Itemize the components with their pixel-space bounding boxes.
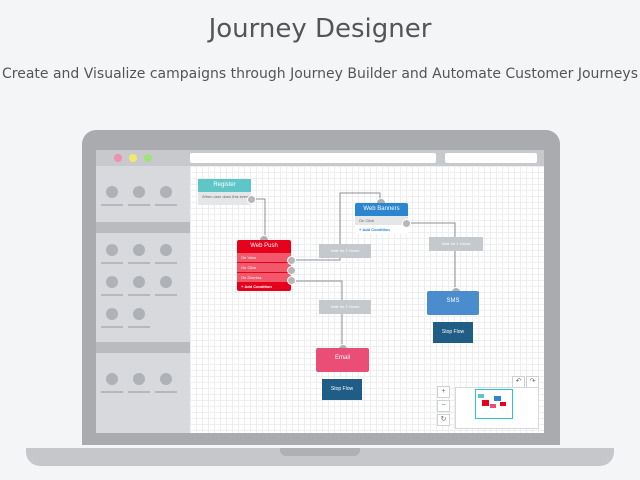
panel-item-label bbox=[128, 294, 150, 296]
web-banners-add-label: Add Condition bbox=[362, 227, 390, 232]
laptop-base bbox=[26, 448, 614, 466]
panel-item[interactable] bbox=[106, 276, 118, 288]
left-panel bbox=[96, 166, 190, 433]
address-bar[interactable] bbox=[190, 153, 436, 163]
wire-webbanners-sms bbox=[406, 222, 456, 291]
stop-flow-node[interactable]: Stop Flow bbox=[322, 379, 362, 400]
panel-item-label bbox=[101, 204, 123, 206]
panel-item-label bbox=[128, 326, 150, 328]
wait-connector[interactable]: Wait for 2 Hours bbox=[319, 300, 371, 314]
panel-item[interactable] bbox=[133, 276, 145, 288]
web-banners-add-condition[interactable]: + Add Condition bbox=[355, 225, 408, 234]
panel-item[interactable] bbox=[133, 186, 145, 198]
panel-item-label bbox=[155, 391, 177, 393]
panel-item[interactable] bbox=[160, 186, 172, 198]
register-node-title: Register bbox=[198, 179, 251, 192]
sms-title: SMS bbox=[446, 298, 460, 304]
web-push-view-port[interactable] bbox=[287, 256, 296, 265]
minimap-web-push bbox=[482, 400, 489, 406]
wire-register-webpush bbox=[253, 198, 266, 238]
web-push-add-label: Add Condition bbox=[244, 284, 272, 289]
plus-icon: + bbox=[359, 227, 363, 232]
panel-item[interactable] bbox=[133, 244, 145, 256]
zoom-in-button[interactable]: + bbox=[437, 386, 450, 398]
web-push-title: Web Push bbox=[250, 243, 278, 249]
web-banners-title: Web Banners bbox=[363, 206, 400, 212]
reset-view-button[interactable]: ↻ bbox=[437, 414, 450, 426]
wait-connector[interactable]: Wait for 4 Hours bbox=[429, 237, 483, 251]
panel-item-label bbox=[101, 391, 123, 393]
register-node-footer bbox=[198, 201, 251, 205]
panel-item[interactable] bbox=[160, 276, 172, 288]
panel-item[interactable] bbox=[106, 186, 118, 198]
minimap-register bbox=[478, 394, 484, 398]
web-push-on-view[interactable]: On View bbox=[237, 253, 291, 262]
panel-item-label bbox=[128, 391, 150, 393]
minimap-nodes bbox=[478, 394, 506, 408]
panel-item-label bbox=[101, 294, 123, 296]
minimap[interactable] bbox=[455, 387, 539, 429]
panel-item[interactable] bbox=[106, 373, 118, 385]
panel-divider bbox=[96, 342, 190, 353]
stop-flow-title: Stop Flow bbox=[441, 329, 465, 335]
plus-icon: + bbox=[241, 284, 245, 289]
sms-node[interactable]: SMS bbox=[427, 291, 479, 315]
page-title: Journey Designer bbox=[208, 14, 432, 44]
web-banners-click-port[interactable] bbox=[402, 219, 411, 228]
web-push-add-condition[interactable]: + Add Condition bbox=[237, 282, 291, 291]
window-maximize-dot[interactable] bbox=[144, 154, 152, 162]
panel-item-label bbox=[128, 262, 150, 264]
register-event-row[interactable]: When user does this event bbox=[198, 192, 251, 201]
web-banners-on-click[interactable]: On Click bbox=[355, 216, 408, 225]
panel-item[interactable] bbox=[160, 373, 172, 385]
minimap-viewport[interactable] bbox=[475, 389, 513, 419]
panel-item[interactable] bbox=[106, 244, 118, 256]
stop-flow-title: Stop Flow bbox=[330, 386, 354, 392]
web-push-dismiss-port[interactable] bbox=[287, 276, 296, 285]
minimap-sms bbox=[500, 402, 506, 406]
wire-webpush-email bbox=[292, 280, 343, 348]
minimap-web-banners bbox=[494, 396, 501, 401]
panel-divider bbox=[96, 222, 190, 233]
web-push-on-click[interactable]: On Click bbox=[237, 263, 291, 272]
panel-item-label bbox=[155, 294, 177, 296]
panel-item-label bbox=[155, 262, 177, 264]
stop-flow-node[interactable]: Stop Flow bbox=[433, 322, 473, 343]
window-minimize-dot[interactable] bbox=[129, 154, 137, 162]
email-node[interactable]: Email bbox=[316, 348, 369, 372]
wire-webpush-webbanners bbox=[292, 192, 381, 261]
email-title: Email bbox=[334, 355, 350, 361]
panel-item-label bbox=[128, 204, 150, 206]
register-node[interactable]: Register When user does this event bbox=[198, 179, 251, 205]
web-push-node[interactable]: Web Push On View On Click On Dismiss + A… bbox=[237, 240, 291, 291]
wait-connector[interactable]: Wait for 2 Hours bbox=[319, 244, 371, 258]
register-port[interactable] bbox=[247, 195, 256, 204]
panel-item-label bbox=[101, 262, 123, 264]
panel-item-label bbox=[101, 326, 123, 328]
search-bar[interactable] bbox=[445, 153, 537, 163]
web-push-click-port[interactable] bbox=[287, 266, 296, 275]
web-push-on-dismiss[interactable]: On Dismiss bbox=[237, 273, 291, 282]
window-close-dot[interactable] bbox=[114, 154, 122, 162]
web-banners-node[interactable]: Web Banners On Click + Add Condition bbox=[355, 203, 408, 234]
panel-item[interactable] bbox=[106, 308, 118, 320]
panel-item[interactable] bbox=[133, 308, 145, 320]
minimap-email bbox=[490, 404, 496, 408]
browser-topbar bbox=[96, 150, 544, 166]
page-subtitle: Create and Visualize campaigns through J… bbox=[1, 66, 638, 82]
panel-item-label bbox=[155, 204, 177, 206]
laptop-notch bbox=[280, 448, 360, 456]
panel-item[interactable] bbox=[133, 373, 145, 385]
panel-item[interactable] bbox=[160, 244, 172, 256]
zoom-out-button[interactable]: − bbox=[437, 400, 450, 412]
